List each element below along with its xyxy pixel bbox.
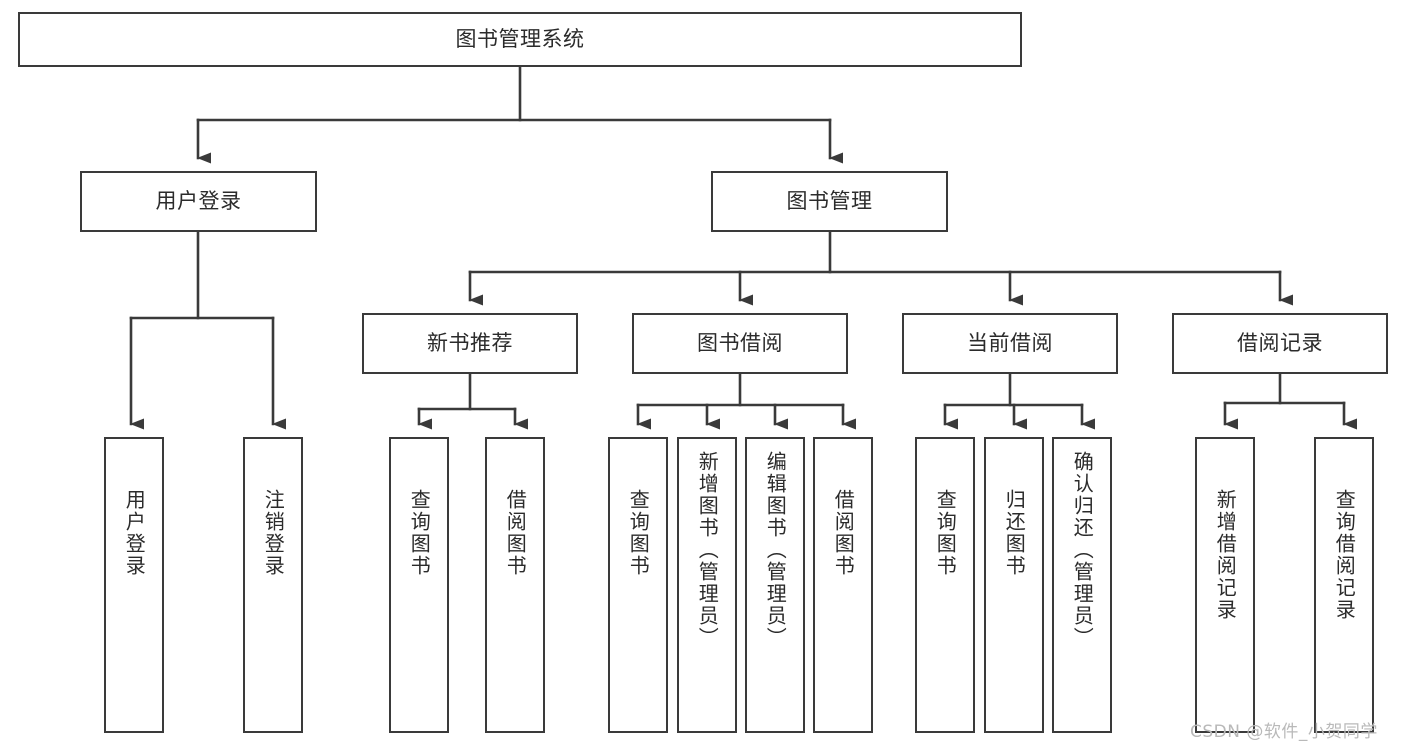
node-book-borrow-label: 图书借阅 xyxy=(697,331,783,356)
node-root-label: 图书管理系统 xyxy=(455,27,585,52)
leaf-add-record-label: 新增借阅记录 xyxy=(1213,489,1238,621)
leaf-confirm-return[interactable]: 确认归还（管理员） xyxy=(1052,437,1112,733)
leaf-query-record-label: 查询借阅记录 xyxy=(1332,489,1357,621)
leaf-user-login[interactable]: 用户登录 xyxy=(104,437,164,733)
leaf-return-book[interactable]: 归还图书 xyxy=(984,437,1044,733)
node-user-login-label: 用户登录 xyxy=(155,189,242,214)
node-borrow-record-label: 借阅记录 xyxy=(1237,331,1323,356)
leaf-borrow-book-1[interactable]: 借阅图书 xyxy=(485,437,545,733)
node-new-book-rec[interactable]: 新书推荐 xyxy=(362,313,578,374)
leaf-user-login-label: 用户登录 xyxy=(122,489,147,577)
csdn-watermark: CSDN @软件_小贺同学 xyxy=(1190,722,1378,742)
leaf-query-book-2-label: 查询图书 xyxy=(626,489,651,577)
node-root[interactable]: 图书管理系统 xyxy=(18,12,1022,67)
node-book-manage[interactable]: 图书管理 xyxy=(711,171,948,232)
leaf-query-book-3[interactable]: 查询图书 xyxy=(915,437,975,733)
leaf-return-book-label: 归还图书 xyxy=(1002,489,1027,577)
leaf-confirm-return-label: 确认归还（管理员） xyxy=(1070,451,1095,649)
leaf-add-record[interactable]: 新增借阅记录 xyxy=(1195,437,1255,733)
leaf-borrow-book-2-label: 借阅图书 xyxy=(831,489,856,577)
leaf-borrow-book-1-label: 借阅图书 xyxy=(503,489,528,577)
leaf-borrow-book-2[interactable]: 借阅图书 xyxy=(813,437,873,733)
leaf-logout-label: 注销登录 xyxy=(261,489,286,577)
node-current-borrow[interactable]: 当前借阅 xyxy=(902,313,1118,374)
leaf-query-book-1[interactable]: 查询图书 xyxy=(389,437,449,733)
node-book-borrow[interactable]: 图书借阅 xyxy=(632,313,848,374)
node-book-manage-label: 图书管理 xyxy=(786,189,873,214)
node-current-borrow-label: 当前借阅 xyxy=(967,331,1053,356)
leaf-query-record[interactable]: 查询借阅记录 xyxy=(1314,437,1374,733)
leaf-query-book-2[interactable]: 查询图书 xyxy=(608,437,668,733)
leaf-query-book-3-label: 查询图书 xyxy=(933,489,958,577)
leaf-add-book[interactable]: 新增图书（管理员） xyxy=(677,437,737,733)
node-borrow-record[interactable]: 借阅记录 xyxy=(1172,313,1388,374)
node-new-book-rec-label: 新书推荐 xyxy=(427,331,513,356)
leaf-edit-book-label: 编辑图书（管理员） xyxy=(763,451,788,649)
leaf-add-book-label: 新增图书（管理员） xyxy=(695,451,720,649)
node-user-login[interactable]: 用户登录 xyxy=(80,171,317,232)
leaf-logout[interactable]: 注销登录 xyxy=(243,437,303,733)
leaf-query-book-1-label: 查询图书 xyxy=(407,489,432,577)
leaf-edit-book[interactable]: 编辑图书（管理员） xyxy=(745,437,805,733)
